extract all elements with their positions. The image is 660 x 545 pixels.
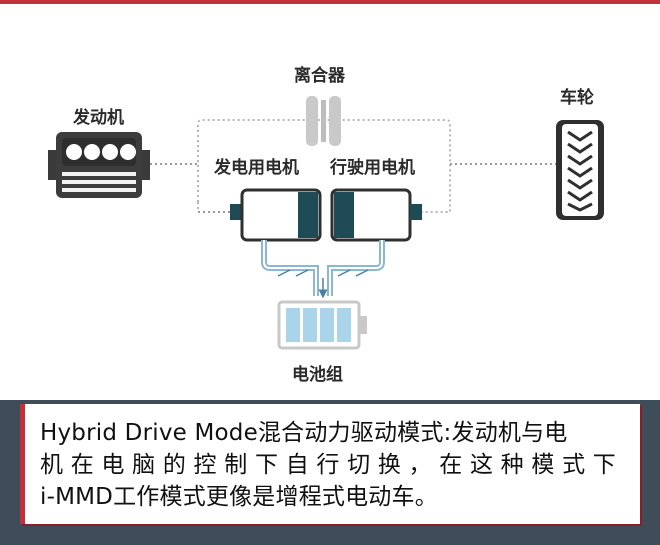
drive-motor-label: 行驶用电机 (330, 158, 415, 178)
clutch-label: 离合器 (294, 66, 345, 86)
generator-motor-icon (230, 188, 322, 242)
wheel-icon (556, 120, 604, 220)
battery-pack-icon (277, 300, 367, 350)
drive-motor-icon (330, 188, 422, 242)
wheel-shaft-line (410, 164, 556, 212)
wheel-label: 车轮 (560, 88, 594, 108)
clutch-icon (306, 96, 341, 146)
caption-text: Hybrid Drive Mode混合动力驱动模式:发动机与电 机 在 电 脑 … (40, 417, 638, 513)
caption-line-1: Hybrid Drive Mode混合动力驱动模式:发动机与电 (40, 420, 568, 446)
caption-line-3: i-MMD工作模式更像是增程式电动车。 (40, 484, 438, 510)
generator-motor-label: 发电用电机 (214, 158, 299, 178)
top-accent-bar (0, 0, 660, 4)
battery-label: 电池组 (292, 365, 343, 385)
engine-label: 发动机 (73, 108, 124, 128)
diagram-graphics (48, 96, 604, 350)
caption-box: Hybrid Drive Mode混合动力驱动模式:发动机与电 机 在 电 脑 … (20, 404, 640, 524)
hybrid-drive-diagram: 离合器 发动机 车轮 发电用电机 行驶用电机 电池组 (0, 4, 660, 400)
electric-connection-lines (261, 240, 385, 299)
engine-icon (48, 132, 150, 198)
caption-line-2: 机 在 电 脑 的 控 制 下 自 行 切 换 ， 在 这 种 模 式 下 (40, 452, 616, 478)
